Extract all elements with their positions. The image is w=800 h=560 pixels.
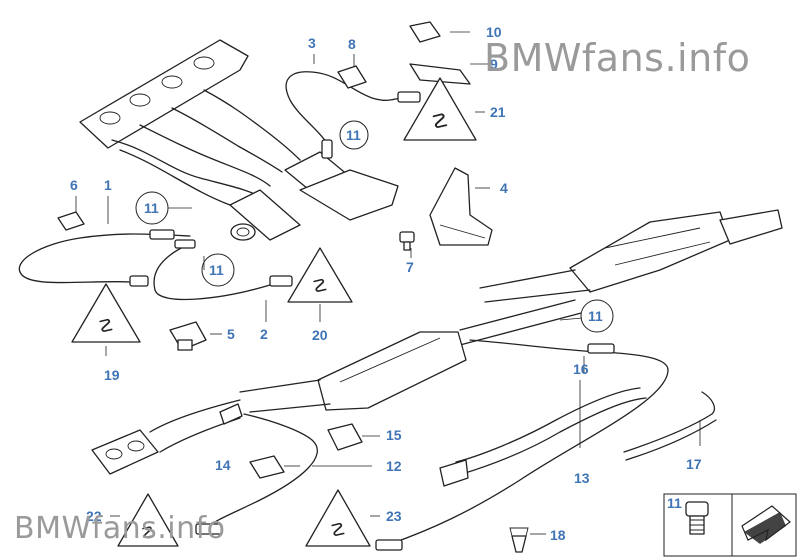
leader-lines [75, 31, 701, 535]
watermark-top: BMWfans.info [484, 36, 751, 80]
callout-23: 23 [386, 508, 402, 524]
callout-4: 4 [500, 180, 508, 196]
warning-triangle-icon: ☡ [305, 489, 371, 547]
callout-19: 19 [104, 367, 120, 383]
callout-1: 1 [104, 177, 112, 193]
bolt-7 [399, 231, 415, 251]
oxygen-sensor-12 [195, 413, 318, 535]
front-pipe-flange [91, 399, 243, 475]
cable-holder-14 [249, 455, 285, 479]
cable-holder-15 [327, 423, 363, 451]
callout-labels: 10 9 3 8 21 11 4 6 1 11 11 7 5 2 20 11 1… [70, 24, 702, 543]
callout-15: 15 [386, 427, 402, 443]
front-silencer [239, 331, 467, 413]
callout-17: 17 [686, 456, 702, 472]
exhaust-manifold [79, 39, 301, 206]
main-catalytic-converter [569, 209, 783, 293]
callout-12: 12 [386, 458, 402, 474]
callout-14: 14 [215, 457, 231, 473]
callout-18: 18 [550, 527, 566, 543]
callout-5: 5 [227, 326, 235, 342]
callout-11-circle [339, 120, 369, 150]
front-catalytic-converters [229, 151, 399, 241]
cable-holder-6 [57, 211, 85, 231]
callout-13: 13 [574, 470, 590, 486]
callout-11: 11 [209, 262, 224, 278]
svg-text:☡: ☡ [330, 520, 346, 541]
warning-triangle-icon: ☡ [403, 77, 477, 141]
callout-3: 3 [308, 35, 316, 51]
wiring-harness-16 [439, 387, 647, 487]
callout-11: 11 [588, 308, 603, 324]
oxygen-sensor-2 [153, 239, 293, 301]
callout-20: 20 [312, 327, 328, 343]
warning-triangle-icon: ☡ [287, 247, 353, 303]
watermark-bottom: BMWfans.info [14, 511, 226, 546]
warning-triangle-icon: ☡ [117, 493, 179, 547]
callout-10: 10 [486, 24, 502, 40]
callout-22: 22 [86, 508, 102, 524]
callout-21: 21 [490, 104, 506, 120]
arrow-next-icon[interactable] [731, 493, 797, 557]
svg-text:☡: ☡ [431, 109, 449, 133]
callout-11: 11 [667, 495, 682, 511]
wire-17 [623, 391, 717, 461]
oxygen-sensor-1 [18, 229, 191, 287]
callout-7: 7 [406, 259, 414, 275]
svg-text:☡: ☡ [98, 316, 114, 337]
warning-triangle-icon: ☡ [71, 283, 141, 343]
bracket-9 [409, 63, 471, 85]
callout-2: 2 [260, 326, 268, 342]
bracket-4 [429, 167, 493, 246]
callout-11-circle [201, 253, 235, 287]
oxygen-sensor-3 [285, 71, 421, 159]
callout-6: 6 [70, 177, 78, 193]
exhaust-pipe-front-section [459, 269, 591, 346]
cable-holder-5 [169, 321, 207, 351]
callout-8: 8 [348, 36, 356, 52]
callout-11: 11 [144, 200, 159, 216]
plug-11-detail-box [663, 493, 733, 557]
svg-text:☡: ☡ [141, 523, 155, 542]
callout-11-circle [580, 299, 614, 333]
oxygen-sensor-13 [375, 339, 669, 551]
cable-holder-8 [337, 65, 367, 89]
svg-text:☡: ☡ [312, 276, 328, 297]
clip-10 [409, 21, 441, 43]
screw-18 [509, 527, 529, 553]
callout-9: 9 [490, 56, 498, 72]
callout-16: 16 [573, 361, 589, 377]
callout-11: 11 [346, 127, 361, 143]
